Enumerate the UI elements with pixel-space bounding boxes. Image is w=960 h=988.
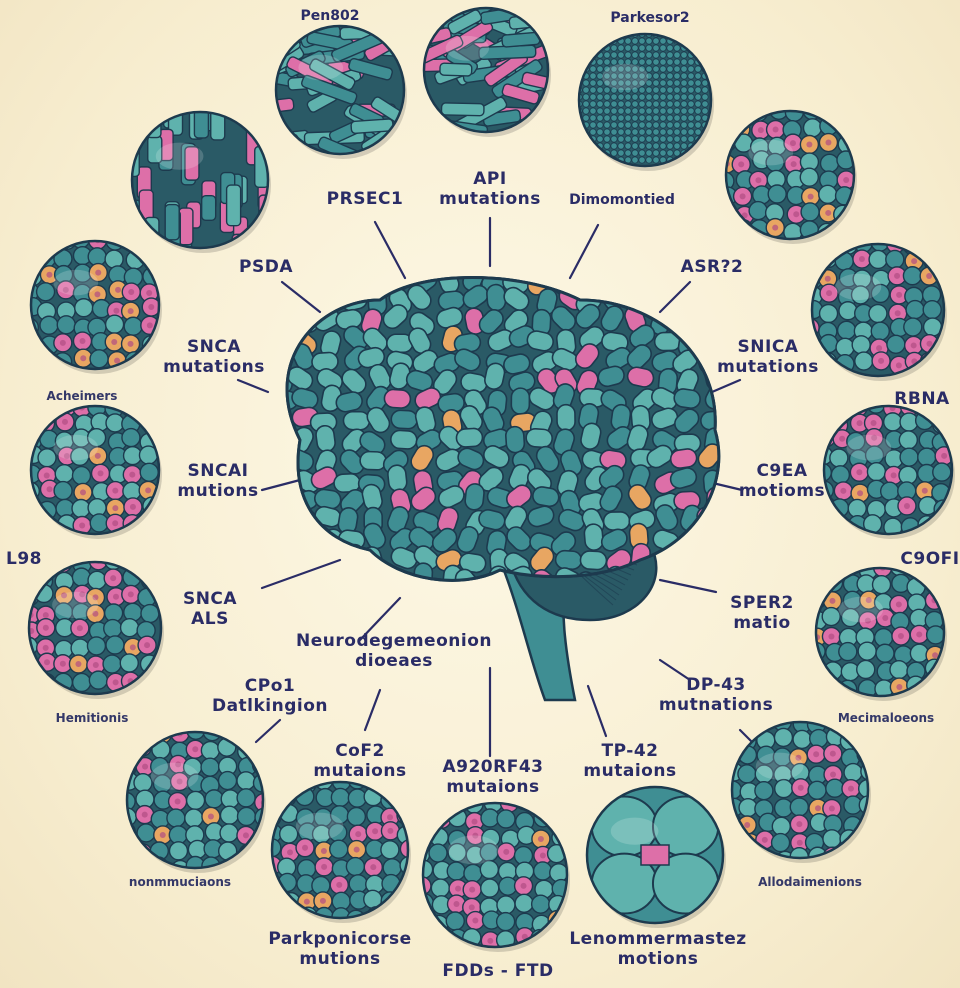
c9ofi-sphere xyxy=(806,557,947,701)
label-snica-mutations: SNICA mutations xyxy=(717,338,819,377)
label-a920rf43-mutaions: A920RF43 mutaions xyxy=(442,758,543,797)
connector-line-12 xyxy=(365,690,380,730)
label-sncai-mutions: SNCAI mutions xyxy=(177,462,258,501)
label-prsec1: PRSEC1 xyxy=(327,190,404,210)
label-fdds-ftd: FDDs - FTD xyxy=(442,962,553,982)
label-c9ea-line1: C9EA xyxy=(739,462,825,482)
label-tp42-line1: TP-42 xyxy=(583,742,676,762)
label-dimomontied: Dimomontied xyxy=(569,192,675,208)
label-snica-line1: SNICA xyxy=(717,338,819,358)
label-parkponicorse-mutions: Parkponicorse mutions xyxy=(268,930,411,969)
label-psda: PSDA xyxy=(239,258,293,278)
label-api-mutations: API mutations xyxy=(439,170,541,209)
acheimers-sphere xyxy=(20,230,162,374)
fdd-sphere xyxy=(412,792,571,952)
label-sper2-matio: SPER2 matio xyxy=(730,594,794,633)
label-dp43-line1: DP-43 xyxy=(659,676,773,696)
pen802-sphere xyxy=(255,24,425,169)
label-rbna: RBNA xyxy=(894,390,949,410)
api-sphere xyxy=(399,0,569,138)
label-lenommermastez-line1: Lenommermastez xyxy=(569,930,746,950)
label-a920rf43-line1: A920RF43 xyxy=(442,758,543,778)
label-allodaimenions: Allodaimenions xyxy=(758,876,862,890)
label-c9ofi: C9OFI xyxy=(900,550,959,570)
c9ea-sphere xyxy=(813,395,955,539)
label-cpo1-line2: Datlkingion xyxy=(212,697,328,717)
connector-line-7 xyxy=(262,480,300,490)
label-tp42-line2: mutaions xyxy=(583,762,676,782)
label-cpo1-datlkingion: CPo1 Datlkingion xyxy=(212,677,328,716)
sncai-sphere xyxy=(20,396,162,539)
label-snca-als: SNCA ALS xyxy=(183,590,237,629)
label-asr2: ASR?2 xyxy=(681,258,744,278)
label-snca-line1: SNCA xyxy=(163,338,265,358)
label-l98: L98 xyxy=(6,550,42,570)
label-parkponicorse-line1: Parkponicorse xyxy=(268,930,411,950)
label-tp42-mutaions: TP-42 mutaions xyxy=(583,742,676,781)
label-c9ea-motioms: C9EA motioms xyxy=(739,462,825,501)
connector-line-2 xyxy=(570,225,598,278)
label-hemitionis: Hemitionis xyxy=(56,712,129,726)
connector-line-0 xyxy=(375,222,405,278)
label-parkponicorse-line2: mutions xyxy=(268,950,411,970)
label-parkesor2: Parkesor2 xyxy=(610,10,689,26)
rbna-sphere xyxy=(801,233,947,381)
center-label-line2: dioeaes xyxy=(296,652,492,672)
label-dp43-mutnations: DP-43 mutnations xyxy=(659,676,773,715)
label-center-neurodegeneration: Neurodegemeonion dioeaes xyxy=(296,632,492,671)
connector-line-5 xyxy=(238,380,268,392)
connector-line-4 xyxy=(660,282,690,312)
label-acheimers: Acheimers xyxy=(47,390,118,404)
lenommermastez-sphere xyxy=(587,787,726,928)
upper-right-sphere xyxy=(716,100,857,244)
label-c9ea-line2: motioms xyxy=(739,482,825,502)
center-label-line1: Neurodegemeonion xyxy=(296,632,492,652)
label-api-line1: API xyxy=(439,170,541,190)
label-sper2-line2: matio xyxy=(730,614,794,634)
label-snca-line2: mutations xyxy=(163,358,265,378)
label-sncai-line2: mutions xyxy=(177,482,258,502)
label-sncai-line1: SNCAI xyxy=(177,462,258,482)
label-mecimaloeons: Mecimaloeons xyxy=(838,712,934,726)
parkponicorse-sphere xyxy=(261,771,419,929)
label-cof2-line1: CoF2 xyxy=(313,742,406,762)
connector-line-9 xyxy=(262,560,340,588)
prsec1-sphere xyxy=(125,96,275,260)
connector-line-17 xyxy=(740,730,752,742)
label-pen802: Pen802 xyxy=(301,8,360,24)
label-lenommermastez-line2: motions xyxy=(569,950,746,970)
connector-line-13 xyxy=(256,720,280,742)
label-snca-mutations: SNCA mutations xyxy=(163,338,265,377)
cpo1-sphere xyxy=(116,721,273,879)
connector-line-6 xyxy=(712,380,740,392)
parkesor2-sphere xyxy=(576,31,714,171)
connector-line-3 xyxy=(282,282,320,312)
label-nonmmuciaons: nonmmuciaons xyxy=(129,876,231,890)
label-cof2-mutaions: CoF2 mutaions xyxy=(313,742,406,781)
connector-line-10 xyxy=(660,580,716,592)
label-snica-line2: mutations xyxy=(717,358,819,378)
label-cpo1-line1: CPo1 xyxy=(212,677,328,697)
label-sper2-line1: SPER2 xyxy=(730,594,794,614)
label-cof2-line2: mutaions xyxy=(313,762,406,782)
label-api-line2: mutations xyxy=(439,190,541,210)
label-dp43-line2: mutnations xyxy=(659,696,773,716)
connector-line-15 xyxy=(588,686,606,736)
label-snca-als-line2: ALS xyxy=(183,610,237,630)
label-snca-als-line1: SNCA xyxy=(183,590,237,610)
label-lenommermastez-motions: Lenommermastez motions xyxy=(569,930,746,969)
hemitionis-sphere xyxy=(18,551,164,699)
label-a920rf43-line2: mutaions xyxy=(442,778,543,798)
